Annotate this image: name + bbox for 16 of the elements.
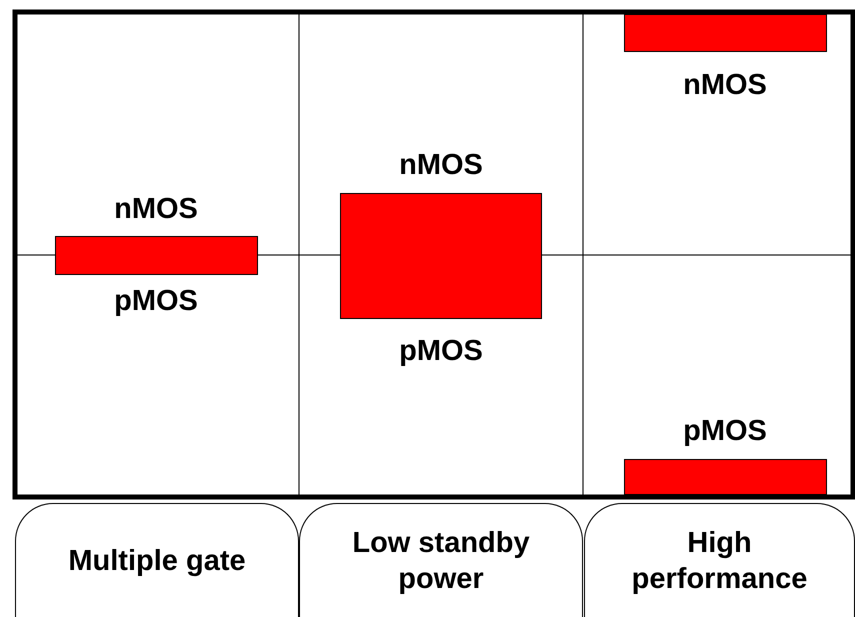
transistor-label: pMOS bbox=[682, 414, 768, 448]
range-bar bbox=[624, 14, 827, 52]
range-bar bbox=[624, 459, 827, 495]
transistor-label: nMOS bbox=[398, 148, 484, 182]
transistor-label: pMOS bbox=[398, 334, 484, 368]
category-label: Multiple gate bbox=[67, 544, 247, 579]
range-bar bbox=[55, 236, 258, 275]
transistor-label: pMOS bbox=[113, 284, 199, 318]
category-box bbox=[15, 503, 299, 617]
category-box bbox=[584, 503, 855, 617]
range-bar bbox=[340, 193, 542, 319]
transistor-label: nMOS bbox=[113, 192, 199, 226]
category-label: High performance bbox=[630, 526, 808, 597]
category-box bbox=[299, 503, 583, 617]
category-label: Low standby power bbox=[351, 526, 531, 597]
transistor-label: nMOS bbox=[682, 68, 768, 102]
